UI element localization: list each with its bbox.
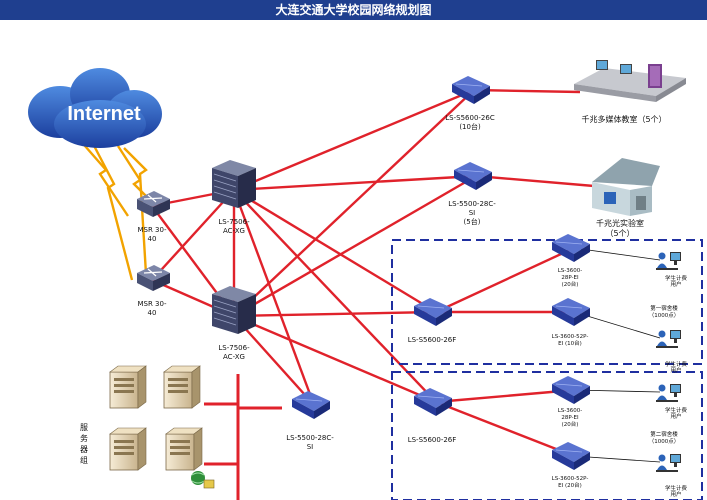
access-switch-2-label: EI (10台) <box>558 339 582 347</box>
billing-user-label: 用户 <box>670 366 681 374</box>
billing-user-label: 学生计费 <box>665 484 688 492</box>
switch-s5500-28c-label: LS-5500-28C- <box>448 200 496 208</box>
agg-switch-dorm2-label: LS-S5600-26F <box>408 436 457 444</box>
server-group-label: 服 <box>80 423 88 432</box>
access-switch-4 <box>551 441 591 471</box>
server-switch-label: LS-5500-28C- <box>286 434 334 442</box>
link-agg2-acc3 <box>435 388 575 404</box>
access-switch-1-label: LS-3600- <box>558 268 583 274</box>
access-switch-3-label: 28P-EI <box>561 415 579 421</box>
core-switch-2-label: AC-XG <box>223 353 245 361</box>
billing-user-label: 学生计费 <box>665 360 688 368</box>
link-core1-s1 <box>233 88 475 192</box>
user-icon <box>656 384 681 402</box>
dorm1-label: 第一宿舍楼 <box>650 304 678 312</box>
access-switch-2-label: LS-3600-52P- <box>552 334 589 340</box>
diagram-title: 大连交通大学校园网络规划图 <box>0 0 707 20</box>
core-switch-1-label: AC-XG <box>223 227 245 235</box>
optical-lab-icon <box>592 158 660 216</box>
billing-user-label: 学生计费 <box>665 406 688 414</box>
link-core1-agg2 <box>233 189 437 403</box>
core-switch-2 <box>211 285 257 335</box>
user-icon <box>656 252 681 270</box>
agg-switch-dorm2 <box>413 387 453 417</box>
core-switch-2-label: LS-7506- <box>218 344 250 352</box>
user-icon <box>656 454 681 472</box>
access-switch-1-label: 28P-EI <box>561 275 579 281</box>
core-switch-1 <box>211 159 257 209</box>
user-icon <box>656 330 681 348</box>
link-core1-s2 <box>233 174 477 192</box>
dorm2-region <box>391 371 703 500</box>
server-group-label: 器 <box>80 445 88 454</box>
lab-label: （5个） <box>605 229 634 238</box>
server-icon <box>109 427 147 471</box>
access-switch-2 <box>551 297 591 327</box>
switch-s5600-26c-label: (10台) <box>459 122 481 131</box>
server-icon <box>163 365 201 409</box>
link-core1-server_sw <box>232 189 316 406</box>
link-agg2-acc4 <box>435 400 575 458</box>
msr-router-2-label: 40 <box>148 309 157 317</box>
multimedia-classroom-icon <box>574 60 686 102</box>
lightning-link-1 <box>77 137 129 217</box>
link-s2-lab <box>475 174 595 188</box>
access-switch-1 <box>551 233 591 263</box>
server-icon <box>109 365 147 409</box>
billing-user-label: 用户 <box>670 490 681 498</box>
dorm1-label: （1000点） <box>649 312 680 319</box>
link-core1-agg1 <box>233 188 437 314</box>
lightning-link-3 <box>116 145 151 201</box>
agg-switch-dorm1-label: LS-S5600-26F <box>408 336 457 344</box>
server-switch <box>291 390 331 420</box>
switch-s5500-28c-label: (5台) <box>464 217 481 226</box>
link-core2-s1 <box>233 89 475 317</box>
link-core2-server_sw <box>233 315 315 406</box>
link-s1-classroom <box>473 88 581 94</box>
lab-label: 千兆光实验室 <box>596 218 644 228</box>
core-switch-1-label: LS-7506- <box>218 218 250 226</box>
link-agg1-acc1 <box>435 246 575 314</box>
switch-s5500-28c-label: SI <box>469 209 476 217</box>
switch-s5600-26c-label: LS-S5600-26C <box>445 114 495 122</box>
server-icon <box>165 427 203 471</box>
access-switch-4-label: LS-3600-52P- <box>552 476 589 482</box>
link-core2-agg2 <box>233 314 437 404</box>
server-group-label: 组 <box>80 455 88 465</box>
access-switch-3 <box>551 375 591 405</box>
server-switch-label: SI <box>307 443 314 451</box>
lightning-link-2 <box>88 137 134 281</box>
server-bus <box>204 374 282 500</box>
link-core2-s2 <box>233 174 477 318</box>
dorm2-label: （1000点） <box>649 438 680 445</box>
diagram-canvas: Internet <box>28 60 703 500</box>
lightning-link-4 <box>123 147 148 275</box>
msr-router-2-label: MSR 30- <box>137 300 166 308</box>
msr-router-2 <box>136 264 171 292</box>
msr-router-1-label: 40 <box>148 235 157 243</box>
access-switch-4-label: EI (20台) <box>558 481 582 489</box>
access-switch-3-label: LS-3600- <box>558 408 583 414</box>
dorm1-region <box>391 239 703 365</box>
dorm2-label: 第二宿舍楼 <box>650 430 678 438</box>
billing-user-label: 用户 <box>670 412 681 420</box>
billing-user-label: 学生计费 <box>665 274 688 282</box>
server-group-label: 务 <box>80 433 88 443</box>
link-core2-agg1 <box>233 310 437 318</box>
internet-label: Internet <box>67 103 141 125</box>
globe-icon <box>191 471 215 489</box>
classroom-label: 千兆多媒体教室（5个） <box>581 114 666 124</box>
internet-cloud: Internet <box>28 68 162 148</box>
switch-s5600-26c <box>451 75 491 105</box>
msr-router-1-label: MSR 30- <box>137 226 166 234</box>
access-switch-1-label: (20台) <box>562 280 579 288</box>
link-msr2-core1 <box>151 189 235 281</box>
access-switch-3-label: (20台) <box>562 420 579 428</box>
billing-user-label: 用户 <box>670 280 681 288</box>
wan-links <box>77 137 151 281</box>
network-links <box>151 88 661 463</box>
